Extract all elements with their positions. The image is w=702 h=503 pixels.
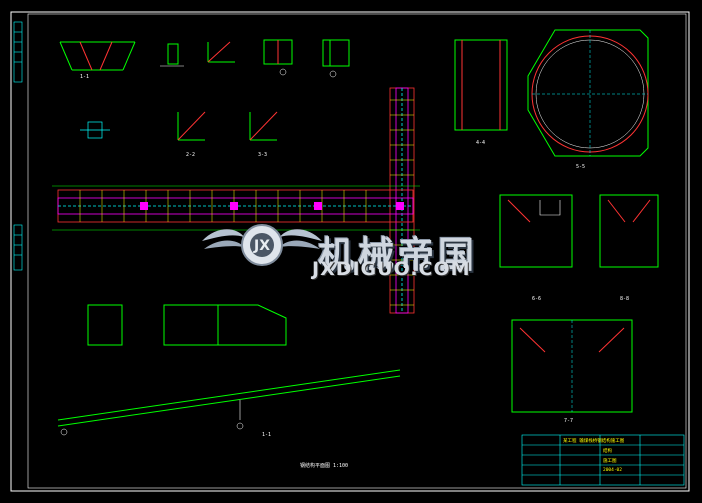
- drawing-inner-frame: [27, 13, 687, 489]
- plan-vertical-strip: [389, 87, 415, 314]
- section-label-2: 2-2: [186, 152, 196, 158]
- title-block-line1: 某工程 输煤栈桥钢结构施工图: [563, 439, 625, 444]
- section-octagon: [527, 29, 649, 157]
- detail-truss-top: [59, 41, 136, 71]
- section-mid-right-a: [499, 194, 573, 268]
- section-label-8: 8-8: [620, 296, 630, 302]
- section-bottom-right: [511, 319, 633, 413]
- detail-small-8: [80, 121, 110, 139]
- section-mid-right-b: [599, 194, 659, 268]
- elevation-caption: 1-1: [262, 432, 272, 438]
- section-label-3: 3-3: [258, 152, 268, 158]
- elevation-inclined: [57, 369, 401, 436]
- section-lower-left-2: [163, 304, 287, 346]
- detail-small-6: [177, 111, 206, 141]
- section-lower-left-1: [87, 304, 123, 346]
- detail-small-4: [263, 39, 293, 76]
- title-block: [521, 434, 685, 486]
- svg-text:JX: JX: [253, 238, 270, 254]
- section-label-5: 5-5: [576, 164, 586, 170]
- section-label-1: 1-1: [80, 74, 90, 80]
- binding-marks: [13, 21, 23, 271]
- section-label-4: 4-4: [476, 140, 486, 146]
- plan-caption: 钢结构平面图 1:100: [300, 463, 349, 469]
- detail-small-5: [322, 39, 350, 78]
- section-rect-top-right: [454, 39, 508, 131]
- watermark-brand-cn: 机械帝国: [318, 235, 479, 276]
- title-block-line2: 结构: [603, 449, 612, 454]
- detail-small-7: [249, 111, 278, 141]
- section-label-6: 6-6: [532, 296, 542, 302]
- watermark-logo-icon: JX: [202, 224, 322, 266]
- drawing-frame: [10, 11, 690, 492]
- watermark-brand-en: JXDIGUO.COM: [312, 258, 471, 280]
- detail-small-3: [207, 41, 235, 63]
- title-block-line4: 2004·02: [603, 468, 622, 473]
- title-block-line3: 施工图: [603, 459, 617, 464]
- detail-small-2: [160, 43, 184, 67]
- plan-horizontal-strip: [52, 185, 420, 231]
- section-label-7: 7-7: [564, 418, 574, 424]
